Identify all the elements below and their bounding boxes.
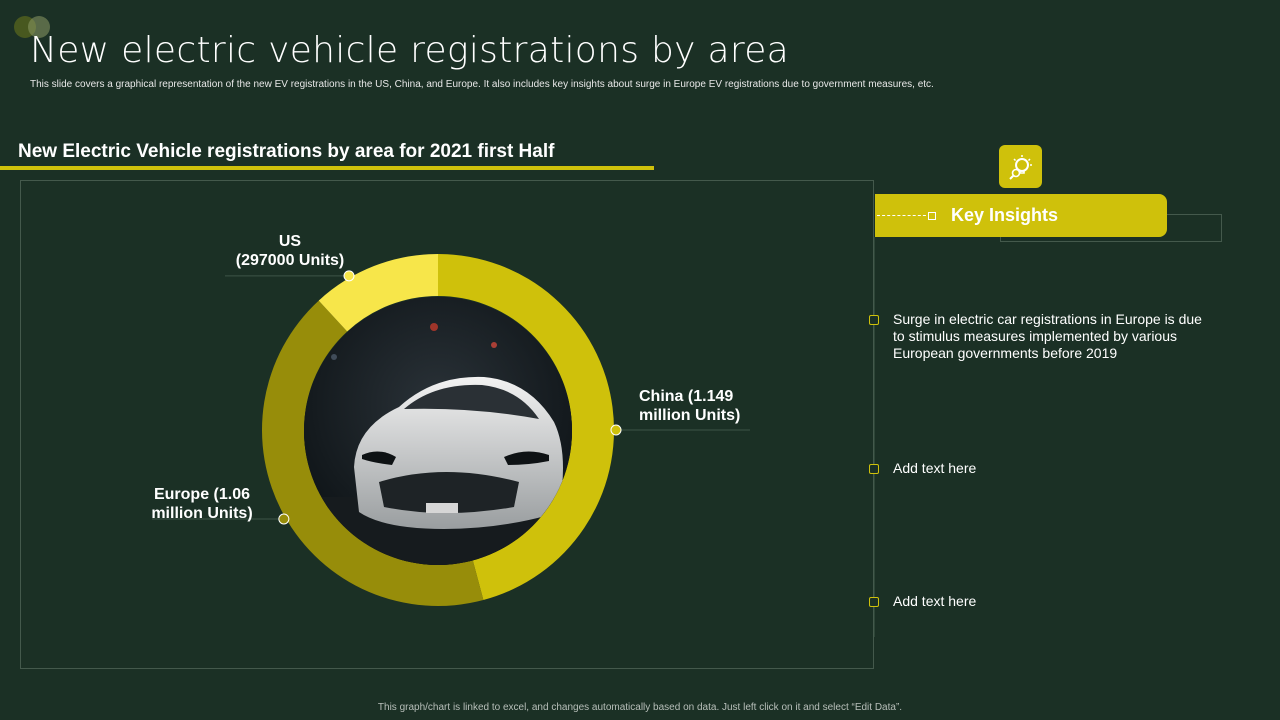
chart-panel	[20, 180, 874, 669]
logo-circle-right	[28, 16, 50, 38]
section-underline	[0, 166, 654, 170]
lightbulb-search-icon	[999, 145, 1042, 188]
chart-label-china-line1: China (1.149	[639, 388, 734, 405]
chart-label-us: US (297000 Units)	[226, 232, 354, 270]
donut-slice-us[interactable]	[318, 254, 438, 332]
key-insights-title: Key Insights	[951, 205, 1059, 225]
car-image	[304, 297, 572, 565]
chart-label-china-line2: million Units)	[639, 407, 741, 424]
donut-slice-europe[interactable]	[261, 300, 484, 606]
insight-divider	[874, 237, 875, 637]
chart-section-heading: New Electric Vehicle registrations by ar…	[18, 141, 555, 162]
slide-subtitle: This slide covers a graphical representa…	[30, 79, 934, 90]
insight-text[interactable]: Add text here	[893, 460, 977, 476]
header-dashed-connector	[877, 215, 931, 216]
slide-title: New electric vehicle registrations by ar…	[30, 30, 790, 71]
chart-label-europe: Europe (1.06 million Units)	[150, 485, 254, 523]
chart-label-europe-line1: Europe (1.06	[153, 486, 251, 503]
footer-note: This graph/chart is linked to excel, and…	[377, 702, 903, 713]
logo-circles	[14, 16, 54, 38]
leader-marker-china	[610, 424, 622, 436]
insight-text[interactable]: Surge in electric car registrations in E…	[893, 311, 1202, 361]
leader-marker-us	[343, 270, 355, 282]
insight-text[interactable]: Add text here	[893, 593, 977, 609]
lightbulb-search-glyph	[1008, 154, 1032, 180]
square-bullet-icon	[869, 597, 879, 607]
leader-marker-europe	[278, 513, 290, 525]
square-bullet-icon	[869, 464, 879, 474]
chart-label-us-line1: US	[278, 233, 302, 250]
chart-label-us-line2: (297000 Units)	[235, 252, 345, 269]
chart-label-europe-line2: million Units)	[151, 505, 253, 522]
car-photo	[304, 297, 572, 565]
square-bullet-icon	[869, 315, 879, 325]
chart-label-china: China (1.149 million Units)	[639, 387, 740, 425]
header-connector-square	[928, 212, 936, 220]
donut-slice-china[interactable]	[438, 254, 614, 601]
key-insights-header: Key Insights	[875, 194, 1167, 237]
